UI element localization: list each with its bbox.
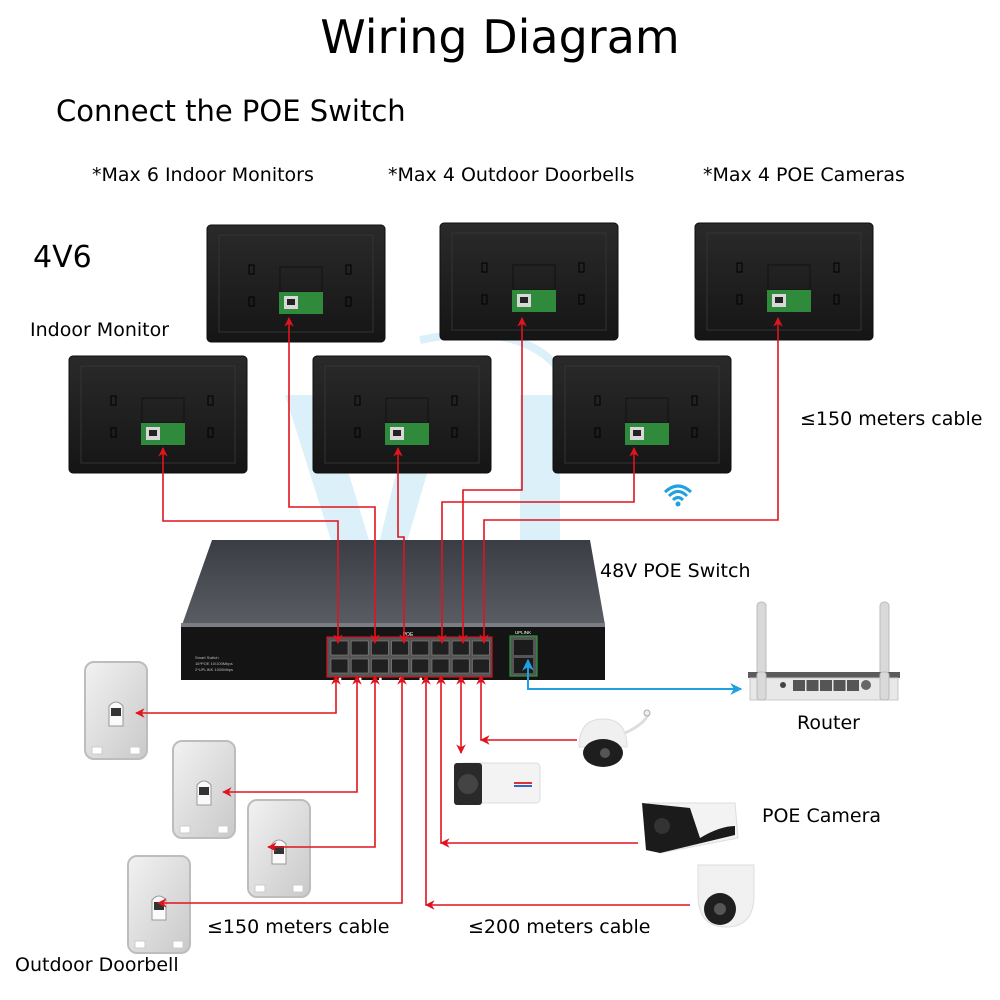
switch-panel-text-1: Smart Switch [195,655,219,660]
ethernet-cable [393,447,409,644]
uplink-cable [522,658,743,695]
router [748,601,900,701]
poe-port[interactable] [350,640,369,656]
camera-bullet-dahua [642,802,739,854]
note-max-indoor-monitors: *Max 6 Indoor Monitors [92,164,314,186]
router-label: Router [797,712,860,734]
router-port-wan[interactable] [847,680,859,691]
poe-port[interactable] [371,658,389,674]
ethernet-cable [135,675,341,718]
poe-port[interactable] [451,640,470,656]
poe-camera-label: POE Camera [762,805,882,827]
outdoor-doorbell [84,661,148,760]
switch-top [182,540,605,625]
poe-port[interactable] [391,640,409,656]
wifi-icon [663,484,693,507]
poe-port[interactable] [472,658,490,674]
indoor-monitor [312,355,492,474]
poe-port[interactable] [451,658,470,674]
ethernet-cable [222,675,362,797]
camera-cable-label: ≤200 meters cable [468,916,651,938]
outdoor-doorbell [172,740,236,839]
port-led [338,677,342,681]
indoor-monitor [206,224,386,343]
indoor-monitor-label: Indoor Monitor [30,319,170,341]
poe-port[interactable] [391,658,409,674]
router-power-jack [861,680,871,690]
ethernet-cable [436,675,638,848]
uplink-port[interactable] [514,640,533,655]
ethernet-cable [157,675,407,908]
monitor-cable-label: ≤150 meters cable [800,408,983,430]
outdoor-doorbell [127,855,191,954]
ethernet-cable [284,317,380,644]
ethernet-cable [479,317,783,644]
poe-port[interactable] [431,658,450,674]
switch-panel-text-2: 16*POE 10/100Mbps [195,661,233,666]
doorbell-cable-label: ≤150 meters cable [207,916,390,938]
router-port-lan2[interactable] [806,680,819,691]
ethernet-cable [476,675,577,745]
ethernet-cable [421,675,690,910]
ethernet-port[interactable] [199,787,209,795]
router-reset-button[interactable] [780,682,786,688]
poe-port[interactable] [330,658,349,674]
poe-port[interactable] [350,658,369,674]
ethernet-port[interactable] [111,708,121,716]
note-max-poe-cameras: *Max 4 POE Cameras [703,164,905,186]
poe-port[interactable] [411,640,430,656]
poe-port[interactable] [411,658,430,674]
poe-port[interactable] [431,640,450,656]
outdoor-doorbell [247,799,311,898]
poe-port[interactable] [330,640,349,656]
uplink-label: UPLINK [515,630,531,635]
camera-turret [697,864,755,928]
subtitle: Connect the POE Switch [56,94,406,128]
port-led [419,677,423,681]
indoor-monitor [694,222,874,341]
indoor-monitor [68,355,248,474]
switch-panel-text-3: 2*UPLINK 1000Mbps [195,667,233,672]
camera-bullet-hikvision [454,762,541,805]
port-led [358,677,362,681]
model-label: 4V6 [33,240,92,275]
outdoor-doorbell-label: Outdoor Doorbell [15,954,179,976]
uplink-port[interactable] [514,658,533,673]
note-max-outdoor-doorbells: *Max 4 Outdoor Doorbells [388,164,635,186]
router-port-lan3[interactable] [820,680,832,691]
poe-port[interactable] [371,640,389,656]
router-port-lan4[interactable] [833,680,846,691]
indoor-monitor [439,222,619,341]
poe-port[interactable] [472,640,490,656]
poe-switch: Smart Switch 16*POE 10/100Mbps 2*UPLINK … [181,540,605,681]
router-port-lan1[interactable] [793,680,805,691]
page-title: Wiring Diagram [320,10,680,64]
camera-dome [578,709,651,767]
port-led [379,677,382,681]
indoor-monitor [552,355,732,474]
